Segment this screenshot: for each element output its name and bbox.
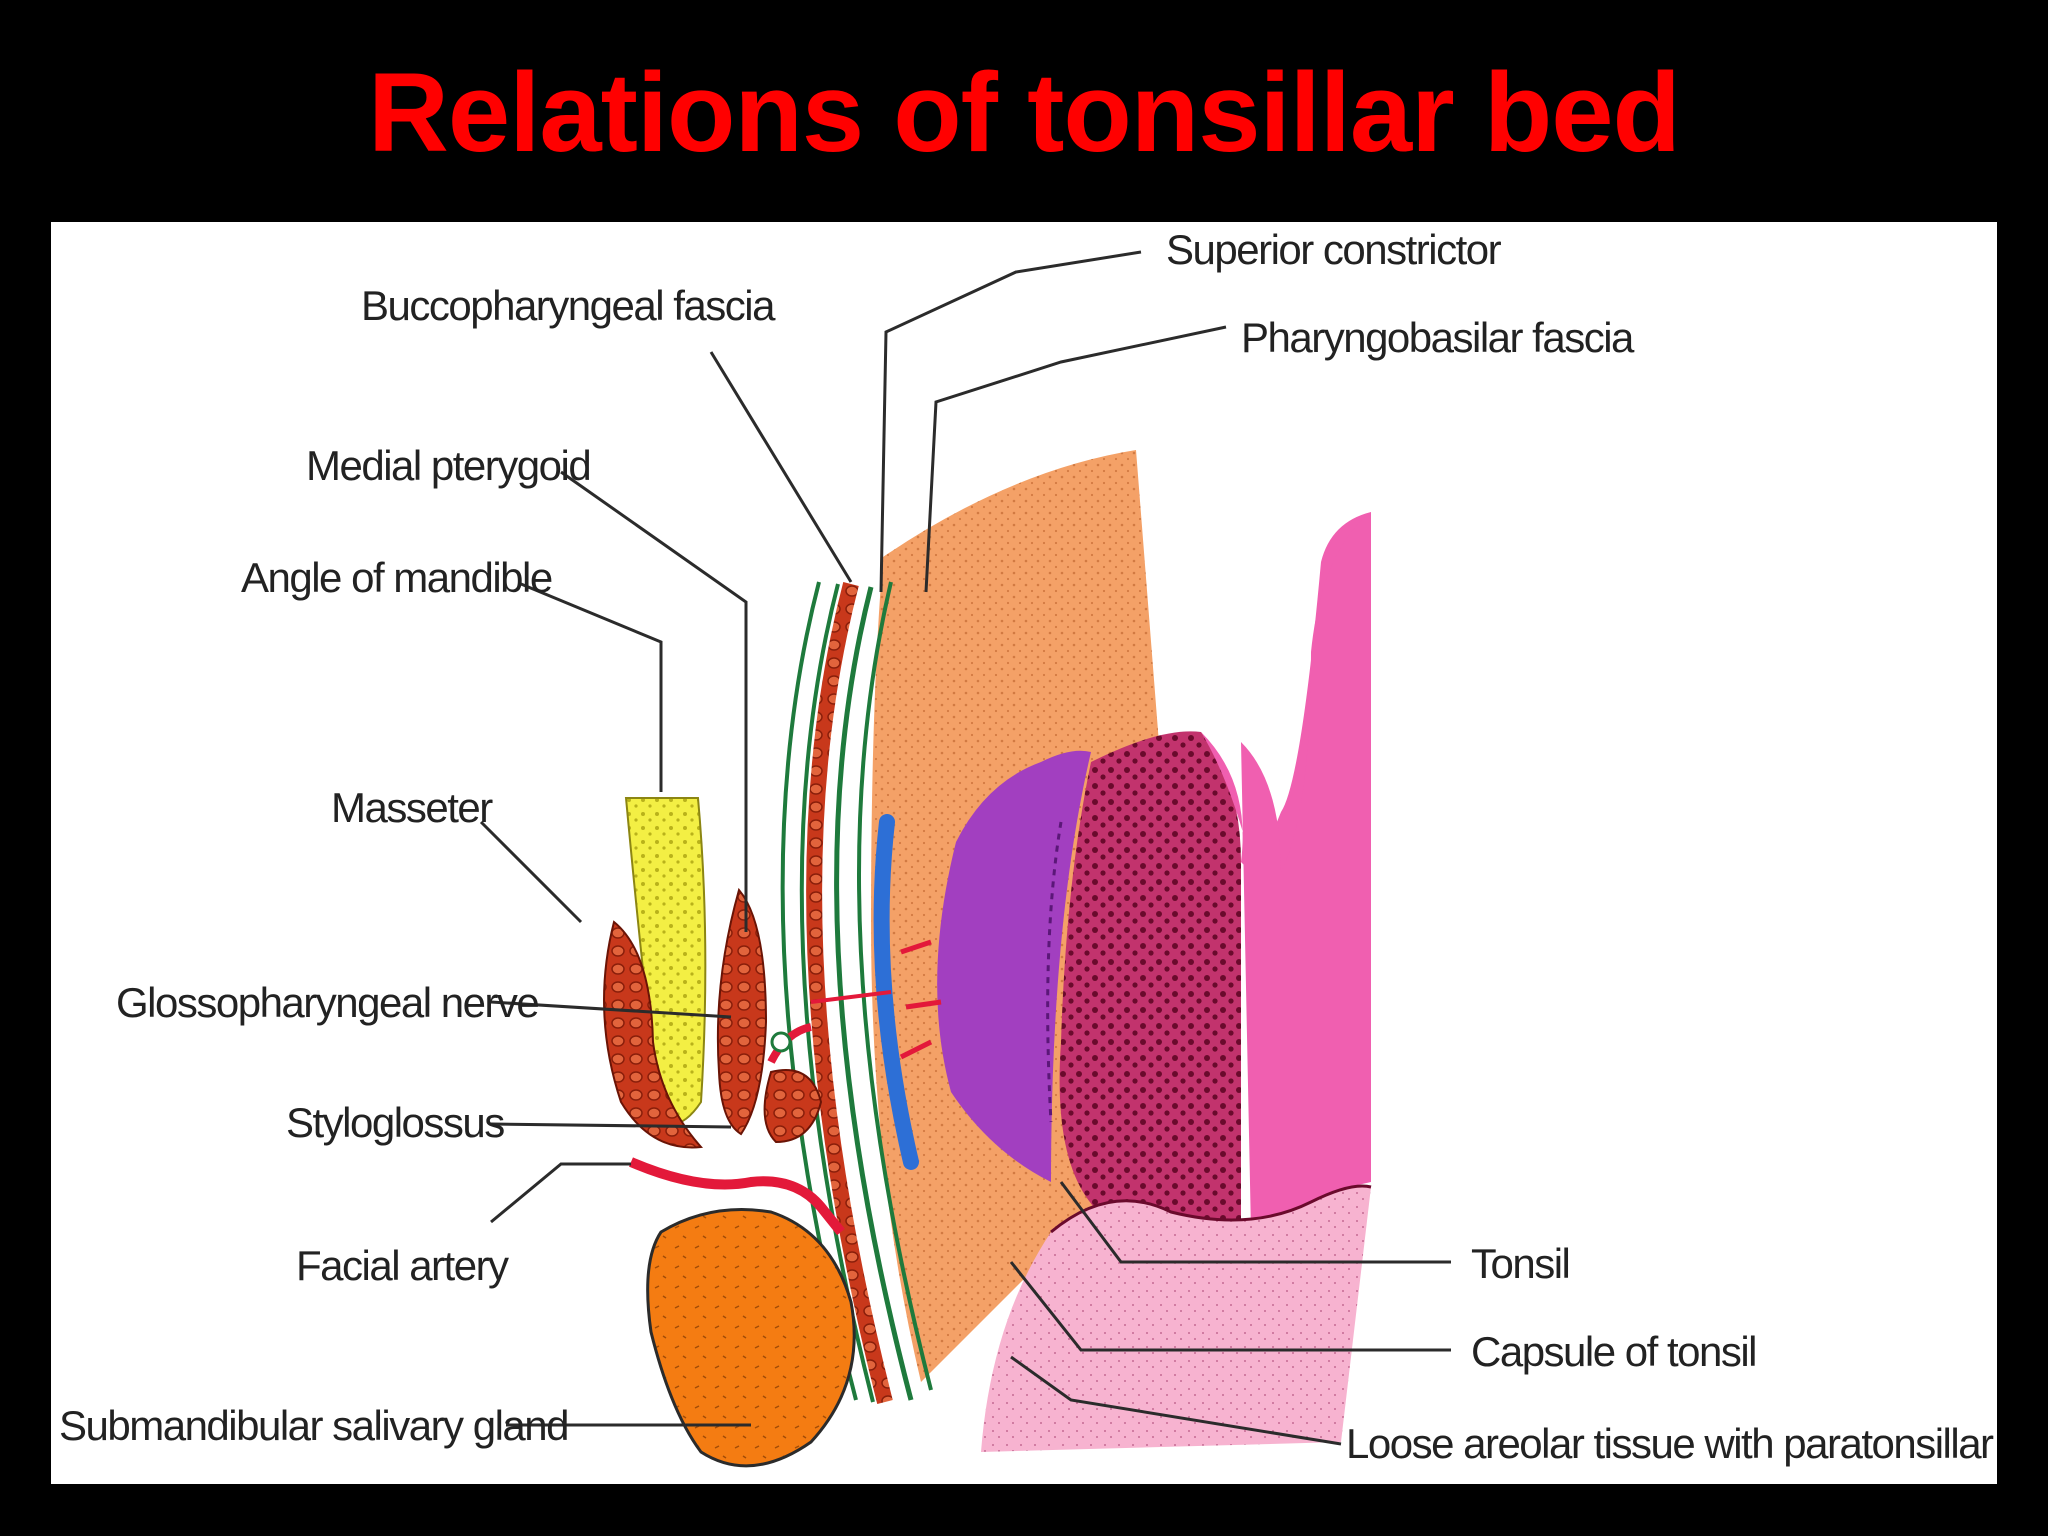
medial-pterygoid-shape: [716, 887, 768, 1136]
label-superior-constrictor: Superior constrictor: [1166, 226, 1502, 273]
facial-artery-shape: [629, 1157, 845, 1236]
label-facial-artery: Facial artery: [296, 1242, 509, 1289]
label-capsule-of-tonsil: Capsule of tonsil: [1471, 1328, 1756, 1375]
label-masseter: Masseter: [331, 784, 493, 831]
styloglossus-shape: [763, 1069, 823, 1144]
label-loose-areolar-tissue: Loose areolar tissue with paratonsillar …: [1346, 1420, 1997, 1467]
label-tonsil: Tonsil: [1471, 1240, 1569, 1287]
mucosa-shape: [1201, 512, 1371, 1232]
diagram-panel: Superior constrictor Buccopharyngeal fas…: [51, 222, 1997, 1484]
nerve-node: [770, 1031, 792, 1053]
tonsillar-bed-diagram: Superior constrictor Buccopharyngeal fas…: [59, 226, 1997, 1468]
submandibular-gland-shape: [646, 1208, 856, 1468]
paratonsillar-vein-shape: [873, 814, 919, 1170]
masseter-shape: [603, 920, 704, 1149]
tonsil-shape: [1059, 731, 1241, 1222]
fascia-layers: [780, 581, 933, 1404]
label-glossopharyngeal-nerve: Glossopharyngeal nerve: [116, 979, 538, 1026]
areolar-tissue-shape: [981, 1184, 1372, 1452]
capsule-shape: [937, 750, 1091, 1182]
label-styloglossus: Styloglossus: [286, 1099, 504, 1146]
slide-title: Relations of tonsillar bed: [368, 50, 1681, 175]
red-arrows: [810, 939, 942, 1060]
label-submandibular-gland: Submandibular salivary gland: [59, 1402, 568, 1449]
label-pharyngobasilar-fascia: Pharyngobasilar fascia: [1241, 314, 1635, 361]
label-buccopharyngeal-fascia: Buccopharyngeal fascia: [361, 282, 776, 329]
label-medial-pterygoid: Medial pterygoid: [306, 442, 590, 489]
leader-lines: [479, 250, 1451, 1446]
labels: Superior constrictor Buccopharyngeal fas…: [59, 226, 1997, 1467]
label-angle-of-mandible: Angle of mandible: [241, 554, 552, 601]
